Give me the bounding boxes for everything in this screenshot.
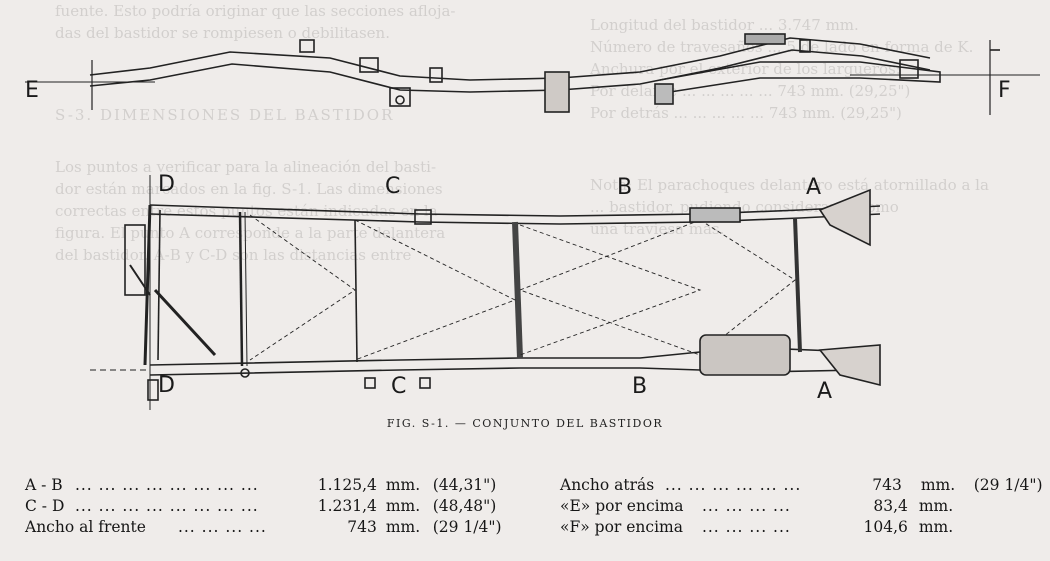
bleed-heading: S-3. DIMENSIONES DEL BASTIDOR <box>55 106 395 124</box>
spec-dots: ... ... ... ... <box>177 518 267 536</box>
bleed-paragraph: Los puntos a verificar para la alineació… <box>55 156 555 266</box>
bleed-line: fuente. Esto podría originar que las sec… <box>55 2 456 20</box>
spec-name: «F» por encima <box>560 518 683 536</box>
spec-row: A - B ... ... ... ... ... ... ... ... 1.… <box>25 476 496 494</box>
spec-unit: mm. <box>385 476 421 494</box>
bleed-through-right: Longitud del bastidor ... 3.747 mm. Núme… <box>590 14 1050 240</box>
spec-row: C - D ... ... ... ... ... ... ... ... 1.… <box>25 497 496 515</box>
chassis-frame-diagram <box>25 33 1040 410</box>
bleed-line: figura. El punto A corresponde a la part… <box>55 224 446 242</box>
bleed-line: Número de travesaños ... 5 de lado en fo… <box>590 38 974 56</box>
spec-name: Ancho atrás <box>560 476 655 494</box>
spec-name: Ancho al frente <box>25 518 146 536</box>
label-b-bottom: B <box>632 374 648 399</box>
spec-conversion: (29 1/4") <box>973 476 1043 494</box>
label-e: E <box>25 78 39 103</box>
spec-name: A - B <box>25 476 63 494</box>
top-view-frame <box>90 175 881 410</box>
spec-dots: ... ... ... ... <box>701 518 791 536</box>
spec-conversion: (44,31") <box>432 476 497 494</box>
bleed-line: del bastidor. A-B y C-D son las distanci… <box>55 246 412 264</box>
spec-value: 1.125,4 <box>317 476 377 494</box>
spec-conversion: (29 1/4") <box>432 518 502 536</box>
label-c-bottom: C <box>391 374 407 399</box>
spec-dots: ... ... ... ... <box>701 497 791 515</box>
bleed-line: Por detrás ... ... ... ... ... 743 mm. (… <box>590 104 902 122</box>
spec-unit: mm. <box>920 476 956 494</box>
bleed-line: una traviesa más. <box>590 220 725 238</box>
label-a-bottom: A <box>817 379 833 404</box>
bleed-through-left: fuente. Esto podría originar que las sec… <box>55 0 555 266</box>
figure-caption: FIG. S-1. — CONJUNTO DEL BASTIDOR <box>386 417 664 430</box>
label-a-top: A <box>806 175 822 200</box>
label-f: F <box>998 78 1011 103</box>
bleed-line: Anchura por el exterior de los largueros… <box>590 60 901 78</box>
bleed-line: Los puntos a verificar para la alineació… <box>55 158 437 176</box>
spec-unit: mm. <box>385 497 421 515</box>
label-d-top: D <box>158 172 175 197</box>
spec-name: «E» por encima <box>560 497 684 515</box>
spec-dots: ... ... ... ... ... ... <box>664 476 802 494</box>
label-b-top: B <box>617 175 633 200</box>
bleed-line: Nota: El parachoques delantero está ator… <box>590 176 989 194</box>
spec-row: «E» por encima ... ... ... ... 83,4 mm. <box>560 497 959 515</box>
spec-value: 83,4 <box>873 497 908 515</box>
spec-dots: ... ... ... ... ... ... ... ... <box>74 497 259 515</box>
spec-value: 743 <box>872 476 902 494</box>
spec-row: Ancho al frente ... ... ... ... 743 mm. … <box>25 518 502 536</box>
spec-value: 1.231,4 <box>317 497 377 515</box>
bleed-line: dor están marcados en la fig. S-1. Las d… <box>55 180 443 198</box>
spec-dots: ... ... ... ... ... ... ... ... <box>74 476 259 494</box>
label-d-bottom: D <box>158 373 175 398</box>
spec-name: C - D <box>25 497 65 515</box>
bleed-line: das del bastidor se rompiesen o debilita… <box>55 24 390 42</box>
spec-unit: mm. <box>918 518 954 536</box>
spec-conversion: (48,48") <box>432 497 497 515</box>
spec-row: «F» por encima ... ... ... ... 104,6 mm. <box>560 518 959 536</box>
label-c-top: C <box>385 174 401 199</box>
spec-row: Ancho atrás ... ... ... ... ... ... 743 … <box>560 476 1043 494</box>
bleed-line: Longitud del bastidor ... 3.747 mm. <box>590 16 859 34</box>
spec-value: 743 <box>347 518 377 536</box>
side-view-frame <box>25 33 1040 115</box>
spec-value: 104,6 <box>863 518 908 536</box>
spec-unit: mm. <box>918 497 954 515</box>
spec-unit: mm. <box>385 518 421 536</box>
